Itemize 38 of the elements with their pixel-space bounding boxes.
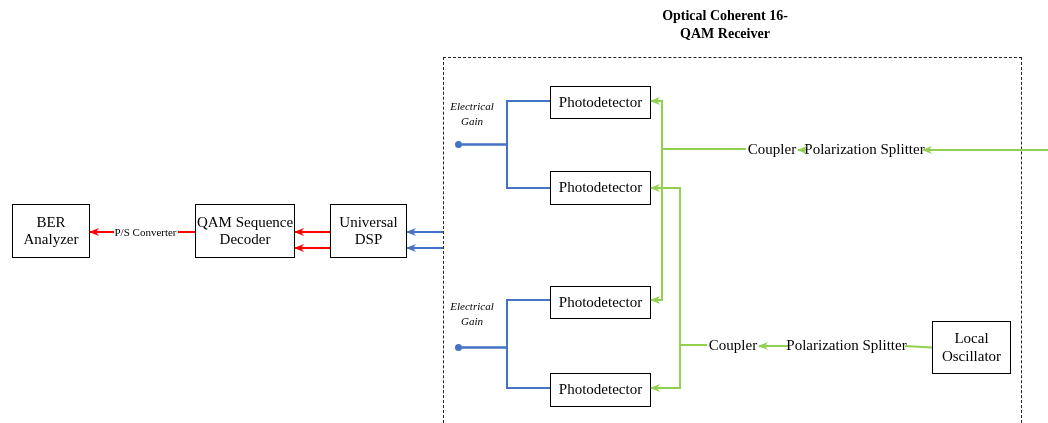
component-label: Coupler bbox=[747, 141, 797, 159]
process-box bbox=[550, 86, 651, 119]
component-label: Polarization Splitter bbox=[804, 141, 925, 159]
node-label: Universal DSP bbox=[338, 213, 399, 249]
process-box bbox=[12, 204, 90, 258]
process-box bbox=[195, 204, 295, 258]
connector-arrow bbox=[406, 228, 444, 236]
annotation-text: Electrical Gain bbox=[449, 299, 495, 329]
process-box bbox=[330, 204, 407, 258]
process-box bbox=[932, 321, 1011, 374]
node-label: Local Oscillator bbox=[940, 330, 1003, 365]
process-box bbox=[550, 171, 651, 205]
connector-line bbox=[461, 346, 551, 389]
node-label: Photodetector bbox=[558, 381, 643, 399]
connector-arrow bbox=[406, 244, 444, 252]
connector-arrow bbox=[797, 146, 807, 154]
process-box bbox=[550, 373, 651, 407]
node-label: Photodetector bbox=[558, 93, 643, 112]
connector-arrow bbox=[650, 148, 747, 304]
edge-label: P/S Converter bbox=[113, 226, 178, 238]
connector-arrow bbox=[922, 146, 1048, 154]
component-label: Polarization Splitter bbox=[786, 337, 907, 355]
node-label: Photodetector bbox=[558, 179, 643, 197]
terminal-dot bbox=[455, 344, 462, 351]
component-label: Coupler bbox=[708, 337, 758, 355]
group-heading: Optical Coherent 16-QAM Receiver bbox=[661, 7, 789, 42]
connector-arrow bbox=[650, 344, 708, 392]
connector-arrow bbox=[294, 228, 331, 236]
connector-line bbox=[461, 143, 551, 189]
node-label: BER Analyzer bbox=[22, 213, 80, 249]
connector-line bbox=[904, 345, 933, 349]
node-label: Photodetector bbox=[558, 293, 643, 312]
process-box bbox=[550, 286, 651, 319]
node-label: QAM Sequence Decoder bbox=[196, 213, 294, 249]
connector-arrow bbox=[294, 244, 331, 252]
connector-arrow bbox=[758, 342, 789, 350]
annotation-text: Electrical Gain bbox=[449, 99, 495, 129]
terminal-dot bbox=[455, 141, 462, 148]
